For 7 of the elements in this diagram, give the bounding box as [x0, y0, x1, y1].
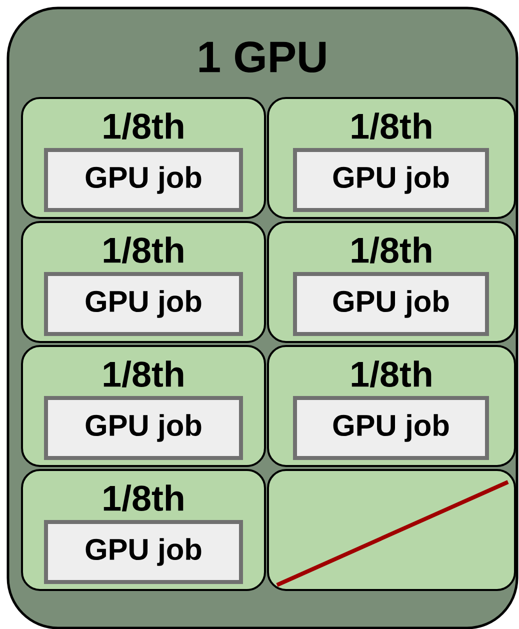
job-box: GPU job [44, 520, 243, 584]
job-box: GPU job [44, 396, 243, 460]
job-box: GPU job [44, 272, 243, 336]
job-box: GPU job [293, 148, 489, 212]
job-box: GPU job [293, 396, 489, 460]
job-box: GPU job [293, 272, 489, 336]
job-box: GPU job [44, 148, 243, 212]
